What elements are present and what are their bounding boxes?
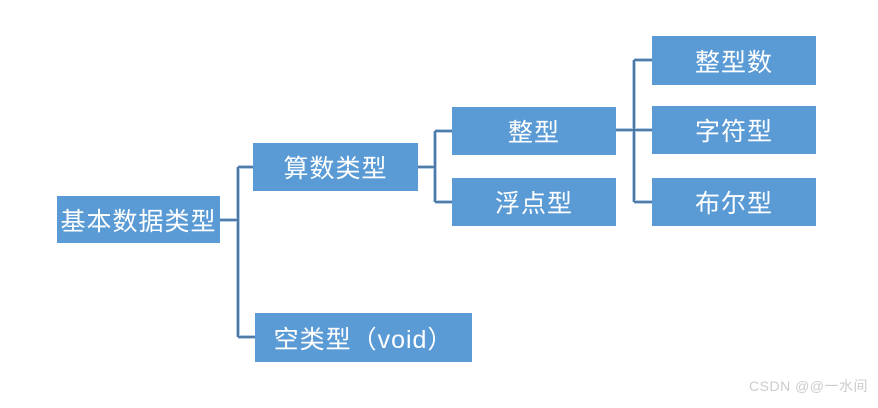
node-basic-data-type: 基本数据类型 (57, 196, 220, 243)
node-arithmetic-type: 算数类型 (253, 143, 418, 191)
node-integer-number-type: 整型数 (652, 36, 816, 85)
node-void-type: 空类型（void） (255, 313, 472, 362)
node-character-type: 字符型 (652, 106, 816, 154)
connector-integer-children (616, 58, 652, 204)
connector-root-children (220, 165, 255, 339)
watermark: CSDN @@一水间 (749, 378, 868, 394)
node-boolean-type: 布尔型 (652, 178, 816, 226)
connector-arithmetic-children (418, 129, 452, 204)
node-float-type: 浮点型 (452, 178, 616, 226)
node-integer-type: 整型 (452, 107, 616, 155)
